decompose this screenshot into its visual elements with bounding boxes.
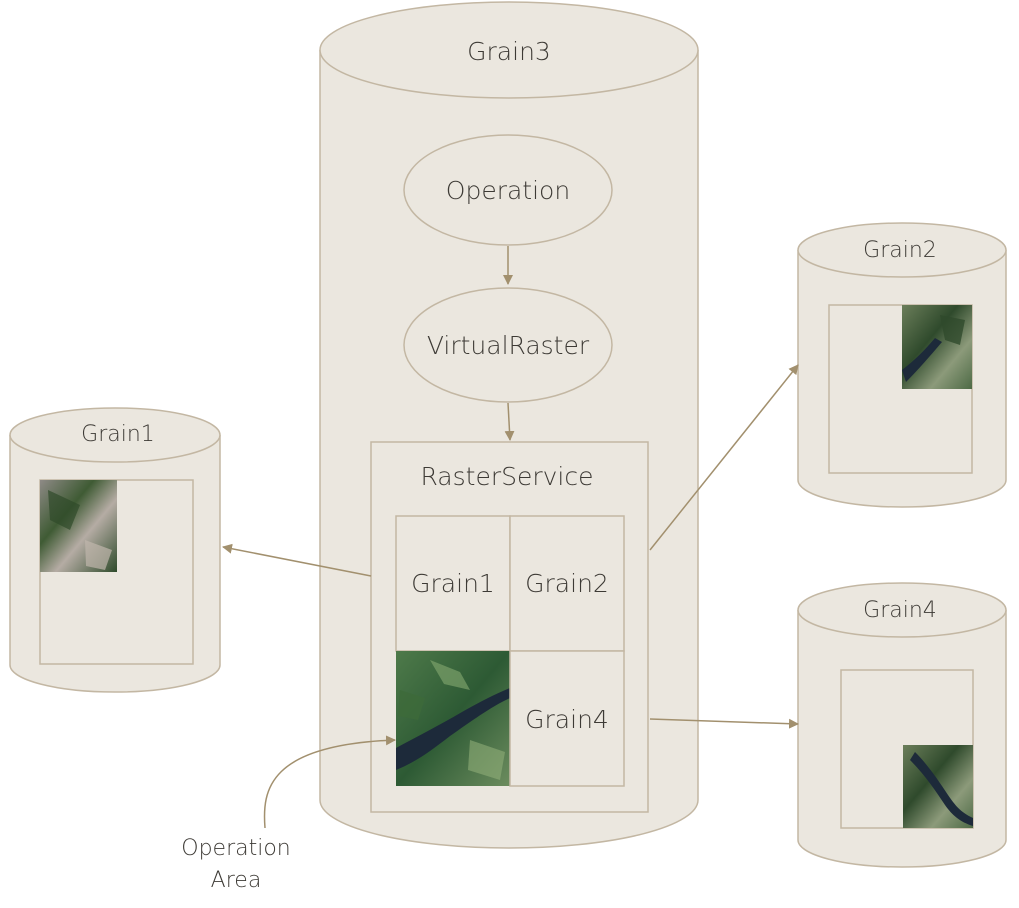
annotation-line1: Operation	[181, 836, 290, 861]
operation-node: Operation	[403, 134, 613, 246]
virtualraster-node: VirtualRaster	[403, 287, 613, 403]
cell-grain1	[395, 515, 511, 652]
arrow-virtualraster-to-rasterservice	[504, 402, 515, 441]
grain1-tile-image	[40, 480, 117, 572]
grain4-cylinder: Grain4	[797, 582, 1007, 868]
grain1-cylinder-label: Grain1	[81, 422, 155, 447]
arrow-rasterservice-to-grain4	[649, 718, 799, 729]
cell-grain2	[509, 515, 625, 652]
annotation-line2: Area	[211, 868, 262, 893]
arrow-operation-area-annotation	[263, 735, 396, 829]
grain1-cylinder: Grain1	[9, 407, 221, 693]
rasterservice-box: RasterService Grain1 Grain2 Grain4	[370, 441, 649, 813]
grain2-tile-image	[902, 305, 972, 389]
rasterservice-label: RasterService	[420, 462, 593, 491]
arrow-rasterservice-to-grain2	[649, 364, 799, 551]
grain3-label: Grain3	[467, 37, 551, 66]
operation-area-image	[396, 651, 510, 786]
cell-grain4	[509, 650, 625, 787]
cell-grain4-label: Grain4	[525, 705, 609, 734]
grain4-tile-image	[903, 745, 973, 828]
grain4-cylinder-label: Grain4	[863, 598, 937, 623]
cell-grain2-label: Grain2	[525, 569, 609, 598]
grain2-cylinder-label: Grain2	[863, 238, 937, 263]
grain2-cylinder: Grain2	[797, 222, 1007, 508]
cell-grain1-label: Grain1	[411, 569, 495, 598]
operation-label: Operation	[446, 176, 570, 205]
arrow-rasterservice-to-grain1	[222, 543, 372, 577]
virtualraster-label: VirtualRaster	[427, 331, 590, 360]
